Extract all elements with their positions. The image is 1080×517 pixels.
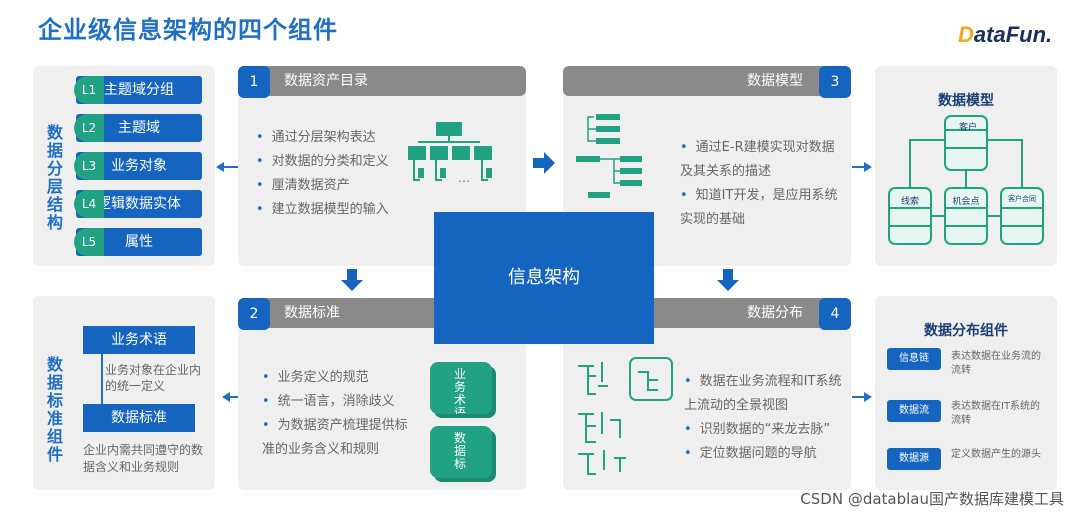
- er-diagram: [888, 115, 1044, 245]
- data-flow-tag: 数据流: [887, 400, 941, 422]
- csdn-watermark: CSDN @datablau国产数据库建模工具: [800, 490, 1064, 508]
- standard-component-title: 数据标准组件: [44, 356, 63, 464]
- bullet-item: 为数据资产梳理提供标准的业务含义和规则: [262, 414, 412, 462]
- arrow-left-bottom: [226, 396, 244, 398]
- entity-customer: 客户: [958, 123, 977, 133]
- level-code: L1: [74, 76, 104, 104]
- bullet-item: 通过E-R建模实现对数据及其关系的描述: [680, 136, 840, 184]
- data-standard-bullets: 业务定义的规范 统一语言，消除歧义 为数据资产梳理提供标准的业务含义和规则: [262, 366, 412, 462]
- entity-opportunity: 机会点: [952, 197, 980, 207]
- arrow-right-icon: [533, 152, 555, 174]
- bullet-item: 通过分层架构表达: [256, 126, 389, 150]
- distribution-component-panel: 数据分布组件 信息链 表达数据在业务流的流转 数据流 表达数据在IT系统的流转 …: [875, 296, 1057, 490]
- flow-tree-icon: [578, 357, 673, 475]
- standard-component-panel: 数据标准组件 业务术语 业务对象在企业内的统一定义 数据标准 企业内需共同遵守的…: [33, 296, 215, 490]
- level-code: L5: [74, 228, 104, 256]
- data-standard-box: 数据标准: [83, 404, 195, 432]
- data-source-desc: 定义数据产生的源头: [951, 449, 1041, 460]
- bullet-item: 定位数据问题的导航: [684, 442, 844, 466]
- data-source-tag: 数据源: [887, 448, 941, 470]
- level-code: L3: [74, 152, 104, 180]
- bullet-item: 识别数据的“来龙去脉”: [684, 418, 844, 442]
- data-distribution-bullets: 数据在业务流程和IT系统上流动的全景视图 识别数据的“来龙去脉” 定位数据问题的…: [684, 370, 844, 466]
- business-term-box: 业务术语: [83, 326, 195, 354]
- data-flow-desc: 表达数据在IT系统的流转: [951, 401, 1041, 426]
- info-chain-tag: 信息链: [887, 348, 941, 370]
- bullet-item: 知道IT开发，是应用系统实现的基础: [680, 184, 840, 232]
- layer-structure-title: 数据分层结构: [44, 124, 63, 232]
- distribution-component-title: 数据分布组件: [924, 323, 1008, 339]
- data-model-number: 3: [819, 66, 851, 98]
- entity-lead: 线索: [900, 197, 919, 207]
- data-model-bullets: 通过E-R建模实现对数据及其关系的描述 知道IT开发，是应用系统实现的基础: [680, 136, 840, 232]
- arrow-right-top: [852, 166, 866, 168]
- data-standard-card: 数据标: [430, 426, 492, 478]
- arrow-left-top: [220, 166, 238, 168]
- arrow-left-bottom-head: [222, 392, 230, 402]
- business-term-card: 业务术语: [430, 362, 492, 414]
- business-term-desc: 业务对象在企业内的统一定义: [105, 363, 202, 393]
- data-distribution-number: 4: [819, 298, 851, 330]
- page-title: 企业级信息架构的四个组件: [38, 16, 338, 44]
- er-model-title: 数据模型: [938, 93, 994, 109]
- arrow-right-top-head: [864, 162, 872, 172]
- info-chain-desc: 表达数据在业务流的流转: [951, 351, 1041, 376]
- data-standard-desc: 企业内需共同遵守的数据含义和业务规则: [83, 443, 204, 474]
- term-connector: [101, 354, 103, 404]
- bullet-item: 对数据的分类和定义: [256, 150, 389, 174]
- card-label: 业务术语: [454, 368, 467, 414]
- arrow-down-left-icon: [341, 269, 363, 291]
- arrow-right-bottom-head: [864, 392, 872, 402]
- card-label: 数据标: [454, 432, 467, 471]
- arrow-down-right-icon: [717, 269, 739, 291]
- hierarchy-tree-icon: …: [408, 122, 492, 185]
- data-model-header: 数据模型: [563, 66, 851, 96]
- datafun-logo: DataFun.: [958, 22, 1053, 47]
- arrow-left-top-head: [216, 162, 224, 172]
- bullet-item: 统一语言，消除歧义: [262, 390, 412, 414]
- asset-catalog-bullets: 通过分层架构表达 对数据的分类和定义 厘清数据资产 建立数据模型的输入: [256, 126, 389, 222]
- information-architecture-core: 信息架构: [434, 212, 654, 344]
- asset-catalog-number: 1: [238, 66, 270, 98]
- asset-catalog-header: 数据资产目录: [238, 66, 526, 96]
- bullet-item: 厘清数据资产: [256, 174, 389, 198]
- bullet-item: 数据在业务流程和IT系统上流动的全景视图: [684, 370, 844, 418]
- svg-text:…: …: [458, 171, 470, 185]
- bullet-item: 业务定义的规范: [262, 366, 412, 390]
- er-model-panel: 数据模型 客户 线索 机会点 客户合同: [875, 66, 1057, 266]
- arrow-right-bottom: [852, 396, 866, 398]
- entity-contract: 客户合同: [1008, 195, 1036, 203]
- level-code: L2: [74, 114, 104, 142]
- data-standard-number: 2: [238, 298, 270, 330]
- er-tree-icon: [576, 114, 642, 198]
- level-code: L4: [74, 190, 104, 218]
- bullet-item: 建立数据模型的输入: [256, 198, 389, 222]
